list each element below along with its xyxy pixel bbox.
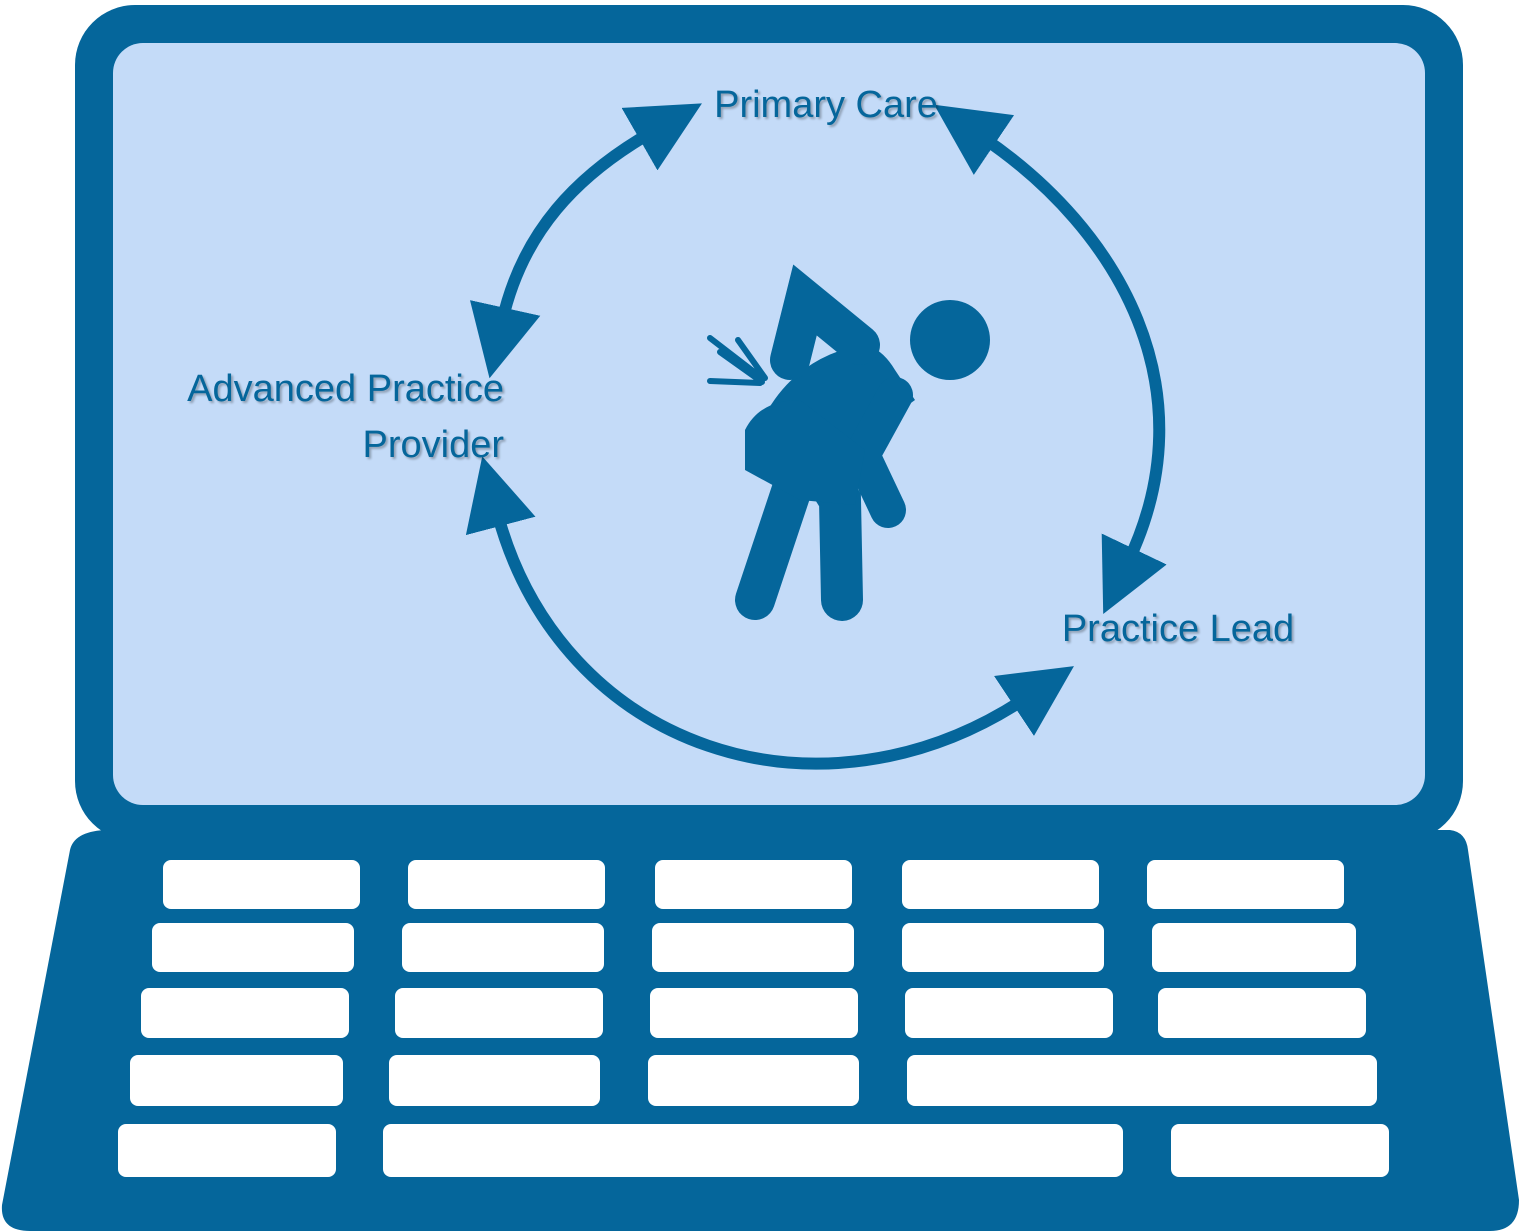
arrow-primary-care-to-practice-lead	[934, 104, 1167, 615]
key	[389, 1055, 600, 1106]
node-app-line1: Advanced Practice	[187, 368, 504, 410]
spacebar-key	[383, 1124, 1123, 1177]
node-primary-care: Primary Care	[714, 84, 938, 126]
cycle-arrows	[465, 103, 1167, 770]
key	[907, 1055, 1377, 1106]
key	[408, 860, 605, 909]
key	[130, 1055, 343, 1106]
key	[902, 923, 1104, 972]
key	[902, 860, 1099, 909]
key	[152, 923, 354, 972]
key	[1152, 923, 1356, 972]
key	[1147, 860, 1344, 909]
key	[650, 988, 858, 1038]
key	[141, 988, 349, 1038]
key	[395, 988, 603, 1038]
key	[648, 1055, 859, 1106]
key	[652, 923, 854, 972]
keyboard-keys	[118, 860, 1389, 1177]
node-app-line2: Provider	[362, 424, 505, 466]
key	[655, 860, 852, 909]
key	[1171, 1124, 1389, 1177]
key	[163, 860, 360, 909]
key	[1158, 988, 1366, 1038]
person-back-pain-icon	[707, 264, 990, 621]
node-advanced-practice-provider: Advanced Practice Provider	[104, 361, 504, 473]
arrow-primary-care-to-app	[469, 103, 702, 379]
key	[905, 988, 1113, 1038]
key	[118, 1124, 336, 1177]
arrow-app-to-practice-lead	[465, 456, 1074, 770]
node-practice-lead: Practice Lead	[1061, 608, 1295, 650]
key	[402, 923, 604, 972]
